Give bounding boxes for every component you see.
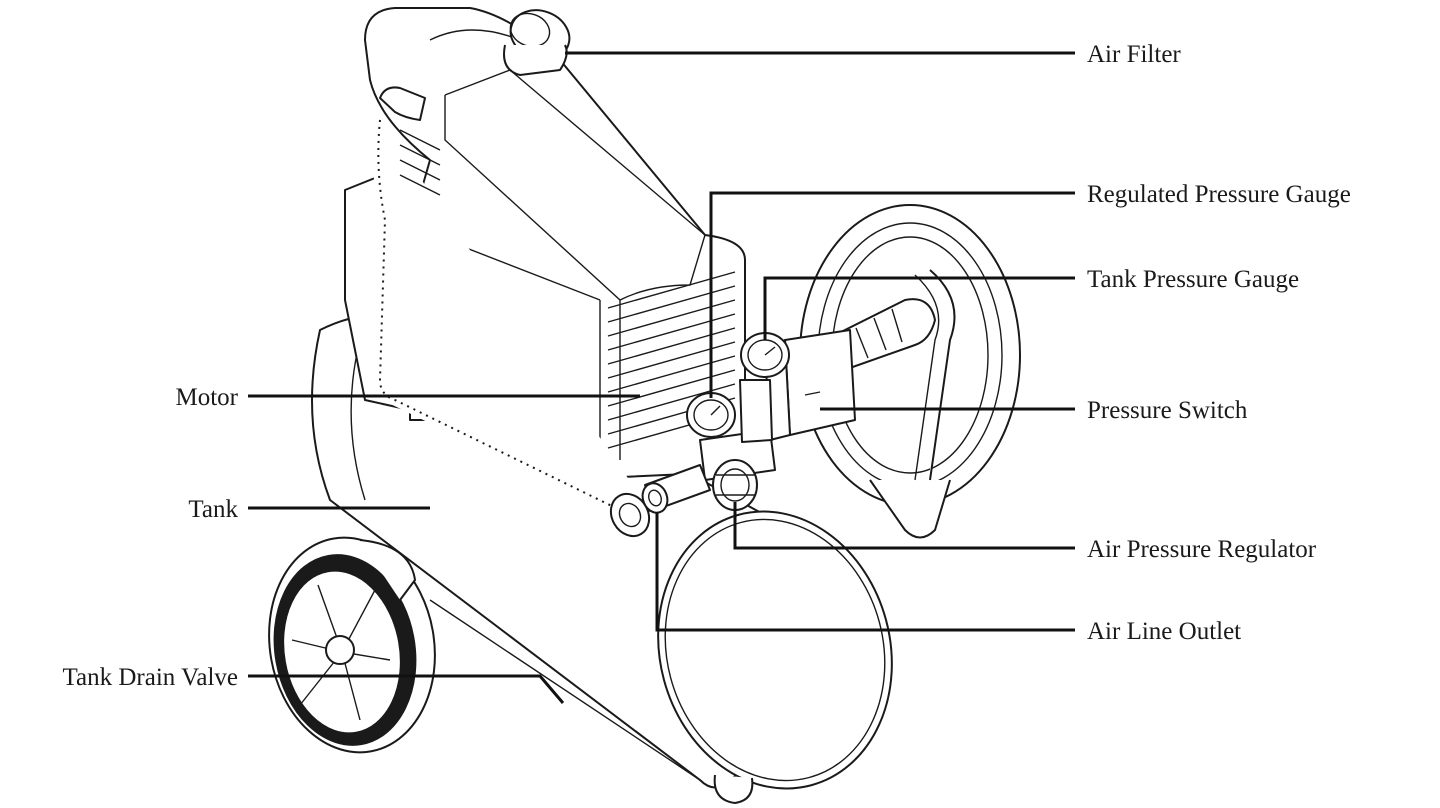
- leader-tank-drain-valve: [248, 674, 565, 704]
- label-air-line-outlet: Air Line Outlet: [1087, 618, 1241, 645]
- compressor-illustration: [268, 7, 1021, 804]
- label-tank-pressure-gauge: Tank Pressure Gauge: [1087, 266, 1299, 293]
- leader-regulated-pressure-gauge: [709, 191, 1075, 398]
- leader-air-line-outlet: [655, 512, 1075, 632]
- label-motor: Motor: [176, 384, 239, 411]
- label-regulated-pressure-gauge: Regulated Pressure Gauge: [1087, 181, 1351, 208]
- handle-frame: [799, 204, 1021, 539]
- discharge-hose: [372, 86, 654, 538]
- label-tank: Tank: [188, 496, 238, 523]
- outlet-coupler: [641, 464, 711, 514]
- wheel: [268, 536, 436, 754]
- leader-lines: [248, 51, 1075, 704]
- regulated-gauge: [686, 392, 736, 438]
- label-air-pressure-regulator: Air Pressure Regulator: [1087, 536, 1317, 563]
- shroud-vents: [607, 271, 736, 449]
- label-air-filter: Air Filter: [1087, 41, 1181, 68]
- labels: Air Filter Regulated Pressure Gauge Tank…: [62, 41, 1350, 691]
- leader-air-pressure-regulator: [733, 502, 1075, 550]
- air-filter-cap: [503, 9, 571, 76]
- leader-tank-pressure-gauge: [763, 276, 1075, 340]
- label-pressure-switch: Pressure Switch: [1087, 397, 1248, 424]
- tank-end-cap: [657, 510, 893, 804]
- label-tank-drain-valve: Tank Drain Valve: [62, 664, 238, 691]
